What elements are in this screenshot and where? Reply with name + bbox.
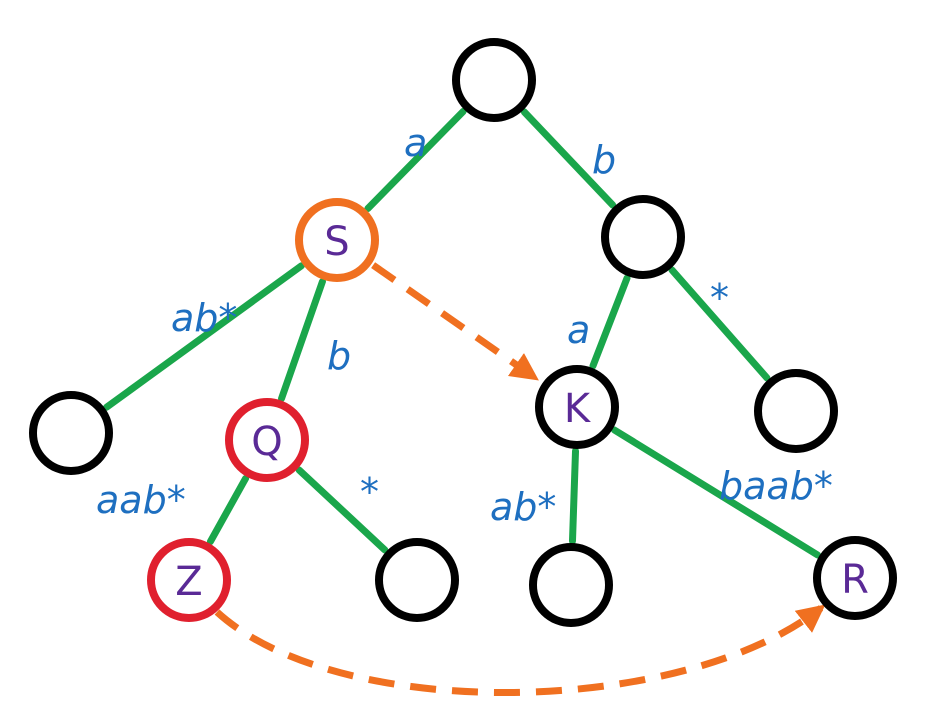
edge-label: * (710, 276, 729, 320)
node-circle (535, 365, 619, 449)
node-K: K (535, 365, 619, 449)
node-leaf-b-star (754, 369, 838, 453)
node-leaf-ab (29, 391, 113, 475)
node-label: R (841, 557, 869, 603)
edge-b-node-leaf-b-star (668, 266, 771, 382)
node-circle (813, 536, 897, 620)
node-label: K (564, 386, 592, 432)
nodes-layer: S Q K Z R (29, 38, 897, 627)
edge-Q-Z (206, 474, 250, 546)
node-Q: Q (225, 398, 309, 482)
edge-K-leaf-k-ab (568, 447, 580, 545)
node-circle (225, 398, 309, 482)
edge-label: ab* (490, 485, 556, 529)
edge-Q-leaf-q-star (295, 466, 389, 554)
node-circle (452, 38, 536, 122)
node-circle (375, 538, 459, 622)
edge-S-leaf-ab (103, 262, 305, 411)
edge-label: b (327, 334, 351, 378)
suffix-link-Z-R (214, 604, 826, 696)
node-leaf-k-ab (529, 543, 613, 627)
edge-root-S (364, 107, 467, 213)
edge-label: ab* (171, 296, 237, 340)
node-b-node (601, 195, 685, 279)
node-S: S (295, 198, 379, 282)
edge-label: b (592, 138, 616, 182)
node-leaf-q-star (375, 538, 459, 622)
node-circle (529, 543, 613, 627)
suffix-link-S-K (371, 262, 539, 381)
node-circle (295, 198, 379, 282)
node-circle (29, 391, 113, 475)
edge-label: * (360, 470, 379, 514)
edge-label: a (404, 121, 427, 165)
edge-label: aab* (96, 478, 186, 522)
node-label: Z (175, 559, 202, 605)
edge-K-R (610, 426, 822, 559)
edges-layer (103, 107, 822, 559)
node-label: Q (251, 419, 282, 465)
node-circle (601, 195, 685, 279)
edge-b-node-K (589, 274, 631, 370)
edge-label: baab* (719, 464, 833, 508)
edge-S-Q (278, 278, 326, 402)
node-circle (147, 538, 231, 622)
suffix-links-layer (214, 262, 826, 696)
node-R: R (813, 536, 897, 620)
edge-labels-layer: a b ab* b a * aab* * ab* baab* (96, 121, 833, 529)
edge-root-b-node (520, 108, 617, 209)
edge-label: a (567, 308, 590, 352)
node-label: S (324, 219, 349, 265)
node-circle (754, 369, 838, 453)
node-root (452, 38, 536, 122)
node-Z: Z (147, 538, 231, 622)
